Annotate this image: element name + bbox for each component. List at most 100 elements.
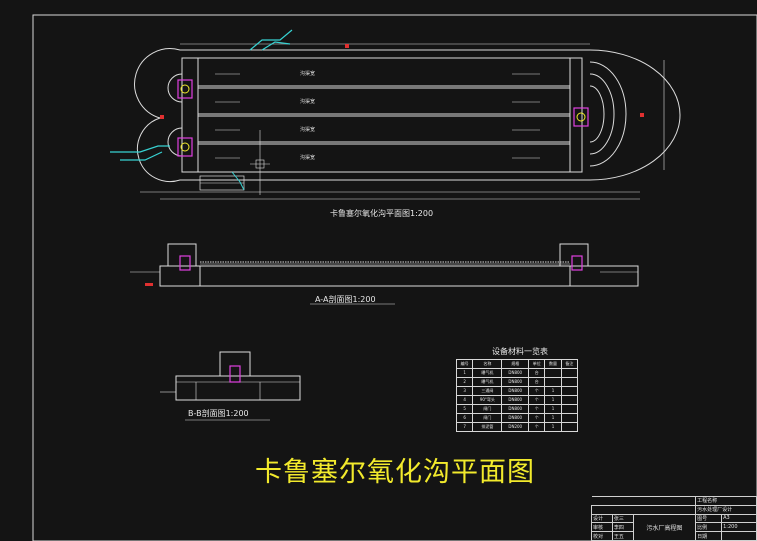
table-cell: 1 bbox=[544, 413, 562, 423]
role-label: 校对 bbox=[591, 531, 613, 541]
section-b-caption: B-B剖面图1:200 bbox=[188, 409, 249, 418]
materials-header-cell: 备注 bbox=[560, 359, 579, 369]
left-loop-bottom bbox=[167, 127, 183, 157]
channel-label-4: 沟渠宽 bbox=[300, 155, 316, 161]
channel-label-1: 沟渠宽 bbox=[300, 71, 316, 77]
table-cell: 个 bbox=[528, 386, 546, 396]
table-cell bbox=[544, 368, 562, 378]
table-cell bbox=[560, 377, 579, 387]
left-loop-top bbox=[167, 73, 183, 103]
title-block-spacer bbox=[591, 496, 697, 506]
role-value: 王五 bbox=[611, 531, 634, 541]
plan-caption: 卡鲁塞尔氧化沟平面图1:200 bbox=[330, 209, 434, 218]
aerator-bottom-left bbox=[177, 137, 193, 157]
aerator-top-left bbox=[177, 79, 193, 99]
table-cell: 台 bbox=[528, 377, 546, 387]
table-cell: DN800 bbox=[501, 404, 530, 414]
table-cell: 个 bbox=[528, 404, 546, 414]
table-cell: 6 bbox=[455, 413, 474, 423]
table-cell: 曝气机 bbox=[472, 377, 503, 387]
table-cell: DN200 bbox=[501, 422, 530, 432]
right-loop bbox=[589, 61, 627, 167]
section-a-body bbox=[159, 265, 639, 287]
table-cell bbox=[560, 395, 579, 405]
field-label: 图号 bbox=[695, 513, 723, 524]
aerators bbox=[177, 79, 589, 157]
field-value: A3 bbox=[721, 513, 757, 524]
table-cell: 台 bbox=[528, 368, 546, 378]
project-name: 污水处理厂设计 bbox=[695, 504, 757, 515]
inlet-pipe-top bbox=[249, 29, 293, 51]
materials-header-row: 编号 名称 规格 单位 数量 备注 bbox=[455, 359, 579, 369]
table-cell: 个 bbox=[528, 413, 546, 423]
materials-header-cell: 名称 bbox=[472, 359, 503, 369]
section-b-aerator bbox=[229, 365, 241, 383]
materials-header-cell: 单位 bbox=[528, 359, 546, 369]
table-cell: 1 bbox=[455, 368, 474, 378]
table-cell bbox=[560, 386, 579, 396]
section-a-right-tower bbox=[559, 243, 589, 267]
table-cell: DN800 bbox=[501, 386, 530, 396]
field-value: 1:200 bbox=[721, 522, 757, 533]
section-a-left-tower bbox=[167, 243, 197, 267]
section-a-aerators bbox=[145, 255, 583, 286]
table-cell: 90°弯头 bbox=[472, 395, 503, 405]
markers bbox=[160, 44, 644, 119]
channel-label-3: 沟渠宽 bbox=[300, 127, 316, 133]
table-cell: 7 bbox=[455, 422, 474, 432]
role-value: 张三 bbox=[611, 513, 634, 524]
table-cell bbox=[560, 413, 579, 423]
table-cell: 闸门 bbox=[472, 404, 503, 414]
section-a-caption: A-A剖面图1:200 bbox=[315, 295, 376, 304]
table-cell: 1 bbox=[544, 386, 562, 396]
table-cell: 1 bbox=[544, 422, 562, 432]
table-cell: 闸门 bbox=[472, 413, 503, 423]
aerator-right bbox=[573, 107, 589, 127]
inner-wall bbox=[181, 57, 583, 173]
company-name: 工程名称 bbox=[695, 496, 757, 506]
table-cell: 1 bbox=[544, 395, 562, 405]
title-block: 工程名称 污水处理厂设计 设计 张三 污水厂高程图 图号 A3 审核 李四 比例… bbox=[590, 496, 757, 541]
section-a bbox=[130, 243, 639, 305]
pipes bbox=[110, 29, 293, 191]
channel-label-2: 沟渠宽 bbox=[300, 99, 316, 105]
table-cell: 三通阀 bbox=[472, 386, 503, 396]
role-value: 李四 bbox=[611, 522, 634, 533]
table-cell bbox=[544, 377, 562, 387]
field-label: 日期 bbox=[695, 531, 723, 541]
drawing-name: 污水厂高程图 bbox=[632, 513, 697, 541]
table-cell: 4 bbox=[455, 395, 474, 405]
materials-table-title: 设备材料一览表 bbox=[492, 347, 548, 356]
field-value bbox=[721, 531, 757, 541]
table-cell: 1 bbox=[544, 404, 562, 414]
table-cell: 个 bbox=[528, 395, 546, 405]
materials-header-cell: 数量 bbox=[544, 359, 562, 369]
ditch-outline bbox=[134, 48, 681, 183]
table-cell: 排泥管 bbox=[472, 422, 503, 432]
materials-header-cell: 编号 bbox=[455, 359, 474, 369]
role-label: 设计 bbox=[591, 513, 613, 524]
table-cell: 个 bbox=[528, 422, 546, 432]
table-cell: 5 bbox=[455, 404, 474, 414]
table-cell: DN800 bbox=[501, 368, 530, 378]
table-cell: DN800 bbox=[501, 377, 530, 387]
table-cell bbox=[560, 422, 579, 432]
table-cell: 3 bbox=[455, 386, 474, 396]
drawing-frame bbox=[32, 14, 757, 541]
section-b-body bbox=[175, 375, 301, 401]
section-b-tower bbox=[219, 351, 251, 377]
inlet-pipe-left bbox=[110, 145, 170, 153]
table-cell bbox=[560, 404, 579, 414]
table-cell: DN800 bbox=[501, 395, 530, 405]
role-label: 审核 bbox=[591, 522, 613, 533]
field-label: 比例 bbox=[695, 522, 723, 533]
plan-view bbox=[134, 43, 681, 200]
table-cell: 2 bbox=[455, 377, 474, 387]
